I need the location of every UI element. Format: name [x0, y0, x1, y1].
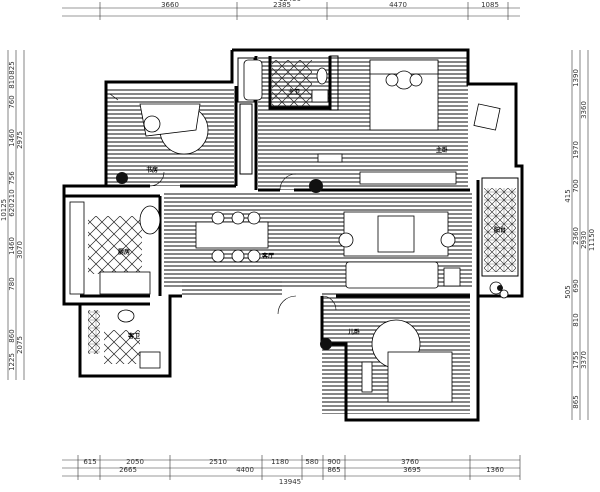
room-label-balcony: 阳台: [494, 226, 506, 234]
dim-bottom-r2-2: 4400: [236, 466, 254, 474]
dim-bottom-total: 13945: [279, 478, 301, 486]
dim-right-8: 865: [572, 395, 580, 408]
dim-bottom-r2-3: 865: [327, 466, 340, 474]
door-swings: [109, 93, 337, 315]
furniture: [69, 59, 509, 403]
dim-left-10: 860: [8, 329, 16, 342]
dim-right-3: 700: [572, 179, 580, 192]
dim-bottom-6: 900: [327, 458, 340, 466]
dim-right-5: 690: [572, 279, 580, 292]
dim-right-4: 2360: [572, 227, 580, 245]
dim-bottom-5: 580: [305, 458, 318, 466]
dim-bottom-7: 3760: [401, 458, 419, 466]
walls: [62, 48, 524, 422]
potted-plants: [116, 172, 503, 350]
dim-right-r2-2: 2930: [580, 231, 588, 249]
dim-left-9: 780: [8, 277, 16, 290]
dim-bottom-1: 615: [83, 458, 96, 466]
dim-left-1: 825: [8, 61, 16, 74]
dim-left-r2-3: 2075: [16, 336, 24, 354]
dim-right-r2-1: 3360: [580, 101, 588, 119]
dim-left-total: 10125: [0, 199, 8, 221]
room-label-living: 客厅: [261, 252, 274, 260]
left-dimension-texts: 825 810 760 1460 756 210 620 1460 780 86…: [0, 61, 24, 371]
dim-left-7: 620: [8, 203, 16, 216]
dim-right-r2-3: 3370: [580, 351, 588, 369]
dim-top-4: 1085: [481, 1, 499, 9]
room-label-master-bath: 主卫: [288, 88, 300, 96]
dim-right-total: 11150: [588, 229, 596, 251]
dim-left-2: 810: [8, 75, 16, 88]
room-label-master-bedroom: 主卧: [436, 146, 448, 154]
dim-bottom-r2-5: 1360: [486, 466, 504, 474]
dimension-lines: [7, 2, 589, 480]
dim-right-small-1: 415: [564, 189, 572, 202]
dim-right-1: 1390: [572, 69, 580, 87]
dim-left-3: 760: [8, 95, 16, 108]
dim-bottom-4: 1180: [271, 458, 289, 466]
dim-right-small-2: 505: [564, 285, 572, 298]
dim-top-2: 2385: [273, 1, 291, 9]
dim-top-3: 4470: [389, 1, 407, 9]
dim-top-1: 3660: [161, 1, 179, 9]
dim-right-2: 1970: [572, 141, 580, 159]
dim-left-5: 756: [8, 171, 16, 185]
dim-top-total: 12450: [279, 0, 301, 3]
dim-bottom-2: 2050: [126, 458, 144, 466]
dim-left-6: 210: [8, 189, 16, 202]
room-label-study: 书房: [146, 166, 158, 174]
room-label-guest-bath: 客卫: [127, 332, 140, 340]
right-dimension-texts: 1390 1970 700 2360 690 810 1755 865 3360…: [564, 69, 596, 409]
room-label-kids-room: 儿卧: [347, 328, 360, 336]
dim-left-r2-2: 3070: [16, 241, 24, 259]
dim-bottom-3: 2510: [209, 458, 227, 466]
dim-right-7: 1755: [572, 351, 580, 369]
dim-left-r2-1: 2975: [16, 131, 24, 149]
dim-bottom-r2-1: 2665: [119, 466, 137, 474]
dim-left-11: 1225: [8, 353, 16, 371]
room-label-kitchen: 厨房: [118, 248, 130, 256]
dim-left-8: 1460: [8, 237, 16, 255]
dim-right-6: 810: [572, 313, 580, 326]
dim-left-4: 1460: [8, 129, 16, 147]
dim-bottom-r2-4: 3695: [403, 466, 421, 474]
